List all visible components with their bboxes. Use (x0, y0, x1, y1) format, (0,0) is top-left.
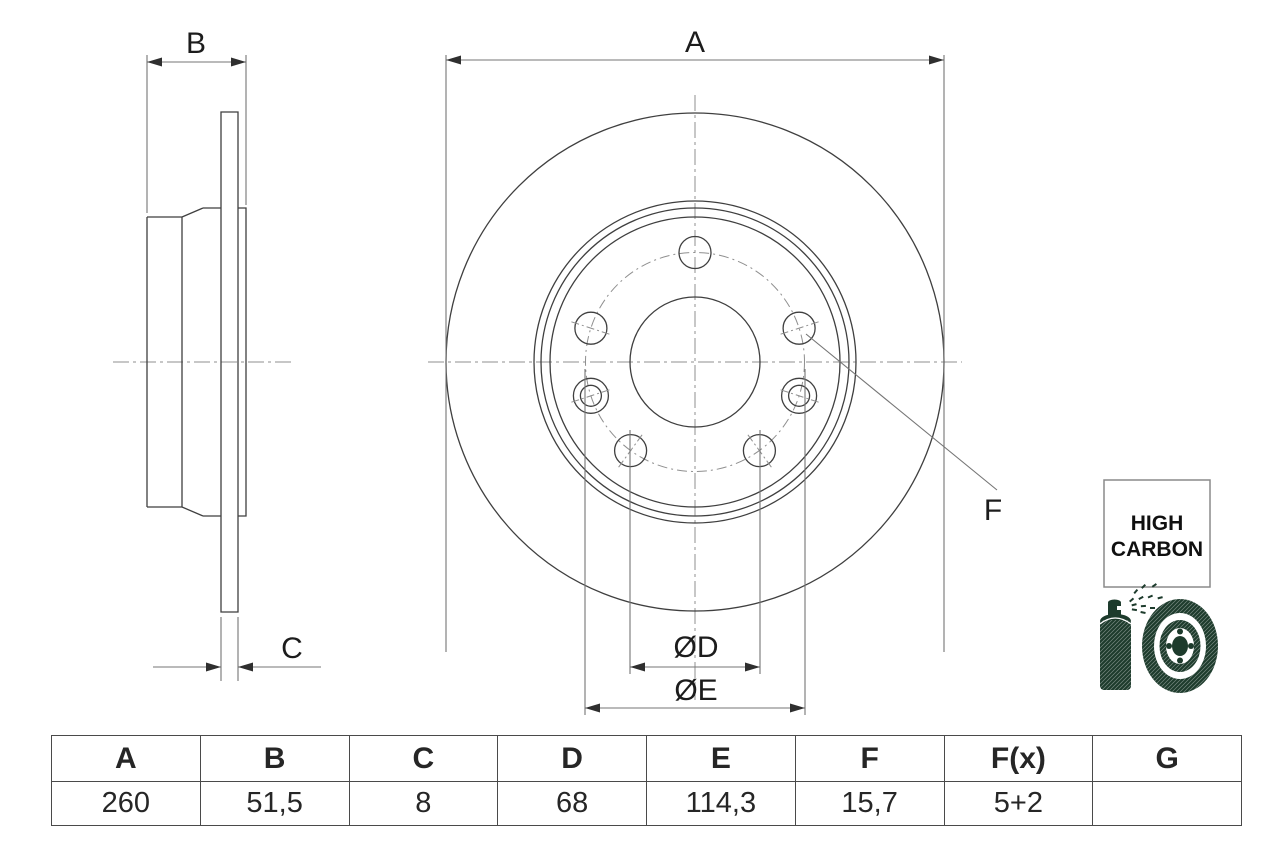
arrowhead (206, 662, 221, 672)
dimension-a: A (445, 26, 945, 652)
bolt-hole (613, 433, 648, 468)
side-view (113, 111, 292, 613)
high-carbon-line1: HIGH (1131, 512, 1184, 535)
table-header-cell: D (497, 735, 647, 782)
high-carbon-badge: HIGH CARBON (1103, 479, 1211, 588)
icon-bolt-hole (1188, 643, 1194, 649)
bolt-hole (782, 311, 816, 345)
table-header-cell: F (794, 735, 945, 782)
locating-hole (780, 377, 818, 414)
table-header-cell: F(x) (943, 735, 1094, 782)
table-value-cell: 5+2 (943, 781, 1094, 826)
hole-centerline-ticks (571, 321, 819, 468)
plate-outline (220, 111, 239, 613)
arrowhead (630, 662, 645, 672)
arrowhead (238, 662, 253, 672)
table-value-cell: 260 (51, 781, 201, 826)
center-bore-circle (629, 296, 761, 428)
dim-e-label: ØE (674, 674, 717, 707)
table-value-cell: 114,3 (646, 781, 796, 826)
table-value-cell: 15,7 (794, 781, 945, 826)
arrowhead (585, 703, 600, 713)
spec-table-value-row: 260 51,5 8 68 114,3 15,7 5+2 (51, 781, 1242, 826)
arrowhead (929, 55, 944, 65)
hat-outline (146, 207, 221, 517)
coated-disc-icon (1142, 599, 1218, 693)
dim-b-label: B (186, 27, 206, 60)
icon-bolt-hole (1166, 643, 1172, 649)
spray-droplets (1129, 583, 1163, 614)
table-value-cell (1092, 781, 1242, 826)
hat-lip-circle (533, 200, 857, 524)
bolt-hole (678, 235, 712, 270)
arrowhead (147, 57, 162, 67)
icon-bolt-hole (1177, 657, 1183, 664)
table-header-cell: G (1092, 735, 1242, 782)
spec-table: A B C D E F F(x) G 260 51,5 8 68 114,3 1… (51, 735, 1242, 826)
table-value-cell: 8 (348, 781, 499, 826)
table-header-cell: C (348, 735, 499, 782)
dim-c-label: C (281, 632, 303, 665)
table-header-cell: A (51, 735, 201, 782)
arrowhead (231, 57, 246, 67)
dim-f-label: F (984, 494, 1002, 527)
flange-outline (238, 207, 247, 517)
dimension-d: ØD (629, 430, 761, 674)
arrowhead (446, 55, 461, 65)
front-view (428, 95, 962, 700)
dimension-e: ØE (584, 369, 806, 715)
icon-bolt-hole (1177, 628, 1183, 635)
table-value-cell: 68 (497, 781, 647, 826)
locating-hole (572, 377, 610, 414)
dimension-b: B (146, 27, 247, 213)
dim-a-label: A (685, 26, 705, 59)
technical-drawing-canvas: B C (113, 26, 1218, 715)
arrowhead (745, 662, 760, 672)
table-header-cell: E (646, 735, 796, 782)
spec-table-header-row: A B C D E F F(x) G (51, 735, 1242, 782)
spray-can-icon (1099, 583, 1163, 690)
high-carbon-line2: CARBON (1111, 538, 1203, 561)
bolt-hole (574, 311, 608, 345)
dimension-f: F (805, 333, 1002, 527)
table-value-cell: 51,5 (199, 781, 350, 826)
arrowhead (790, 703, 805, 713)
bolt-hole (742, 433, 777, 468)
dim-d-label: ØD (674, 631, 719, 664)
bolt-circle (585, 252, 805, 472)
table-header-cell: B (199, 735, 350, 782)
hat-flange-circle (540, 207, 850, 517)
coating-spray-icon (1099, 583, 1218, 693)
dimension-c: C (153, 617, 321, 681)
